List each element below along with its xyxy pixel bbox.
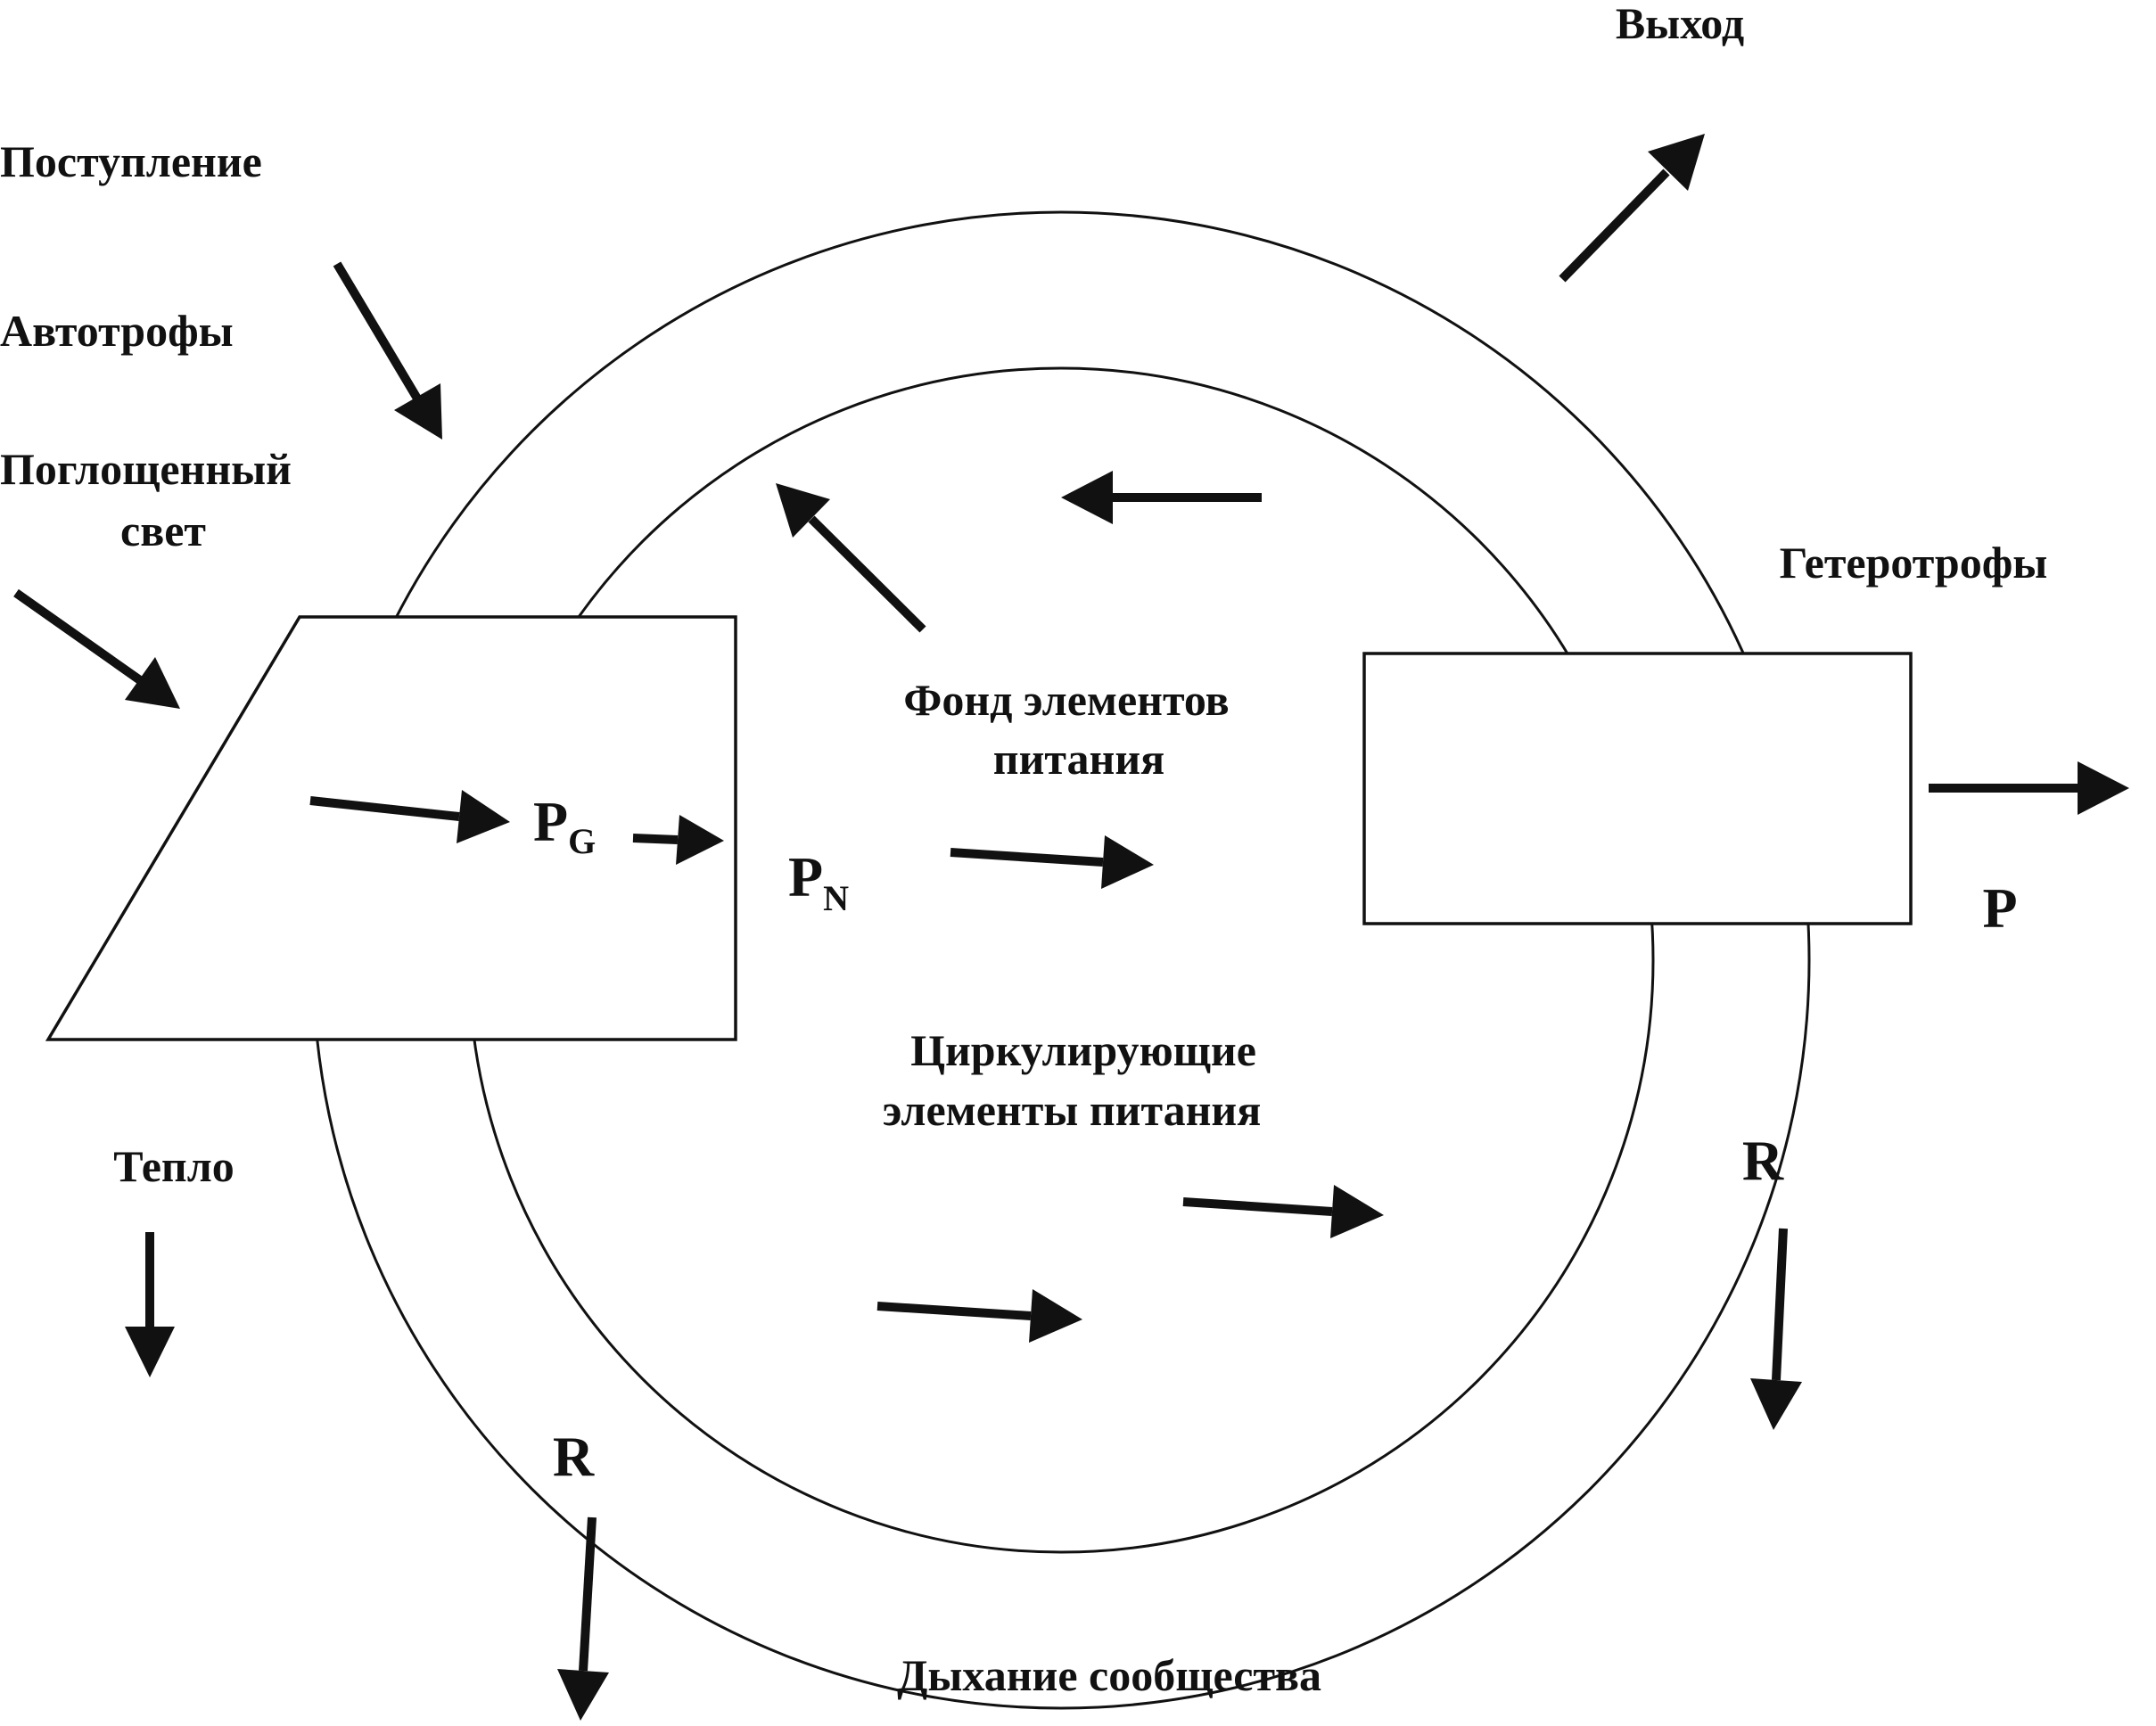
pg-subscript: G xyxy=(568,821,596,861)
arrows-group xyxy=(13,134,2129,1721)
input-label: Поступление xyxy=(0,136,262,186)
pn-subscript: N xyxy=(823,878,849,918)
p-symbol: P xyxy=(1982,876,2017,940)
output-arrow xyxy=(1559,134,1705,283)
respiration-arrow-left xyxy=(557,1516,609,1721)
pg-input-arrow xyxy=(309,790,510,843)
absorbed-light-label-line2: свет xyxy=(120,505,206,555)
community-respiration-label: Дыхание сообщества xyxy=(897,1650,1321,1700)
heat-label: Тепло xyxy=(113,1141,235,1191)
pn-to-heterotrophs-arrow xyxy=(950,835,1154,889)
heterotrophs-label: Гетеротрофы xyxy=(1780,538,2048,588)
circulating-label-line2: элементы питания xyxy=(883,1085,1262,1135)
nutrient-pool-label-line2: питания xyxy=(993,734,1164,784)
pg-symbol: PG xyxy=(533,790,596,861)
output-label: Выход xyxy=(1616,0,1744,48)
heat-arrow xyxy=(125,1232,175,1377)
autotrophs-box xyxy=(45,615,737,1041)
light-arrow xyxy=(13,588,180,709)
heterotrophs-box xyxy=(1362,652,1913,925)
r-right-symbol: R xyxy=(1742,1129,1784,1192)
pn-main: P xyxy=(788,845,823,908)
circulating-arrow-upper xyxy=(1182,1185,1384,1238)
respiration-arrow-right xyxy=(1750,1228,1802,1430)
circulating-label-line1: Циркулирующие xyxy=(910,1025,1256,1075)
p-output-arrow xyxy=(1929,761,2129,815)
absorbed-light-label-line1: Поглощенный xyxy=(0,444,292,494)
r-left-symbol: R xyxy=(553,1425,595,1488)
recycle-arrow-upleft xyxy=(776,483,926,633)
autotrophs-label: Автотрофы xyxy=(0,306,234,356)
nutrient-pool-label-line1: Фонд элементов xyxy=(903,675,1229,725)
pn-symbol: PN xyxy=(788,845,849,918)
pg-main: P xyxy=(533,790,568,853)
pg-to-pn-arrow xyxy=(632,815,724,865)
recycle-arrow-left xyxy=(1061,471,1262,524)
input-arrow xyxy=(333,261,442,440)
circulating-arrow-lower xyxy=(876,1289,1082,1343)
